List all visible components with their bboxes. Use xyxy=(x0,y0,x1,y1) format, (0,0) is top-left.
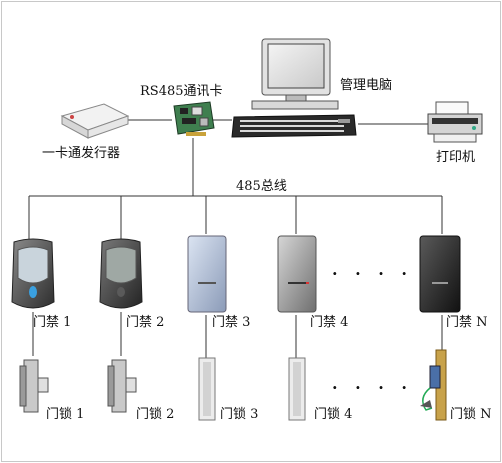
door-lock-1-icon xyxy=(19,359,49,413)
lock-label-4: 门锁 4 xyxy=(314,407,353,422)
rs485-card-icon xyxy=(173,101,215,136)
lock-ellipsis: · · · · xyxy=(332,378,413,397)
printer-icon xyxy=(427,101,483,143)
reader-label-n: 门禁 N xyxy=(446,315,488,330)
access-reader-2-icon xyxy=(99,238,143,309)
reader-label-1: 门禁 1 xyxy=(33,315,72,330)
card-issuer-icon xyxy=(60,103,130,139)
door-lock-2-icon xyxy=(107,359,137,413)
door-lock-n-icon xyxy=(420,349,447,421)
pc-computer-icon xyxy=(231,38,357,138)
bus-label: 485总线 xyxy=(236,179,287,194)
lock-label-1: 门锁 1 xyxy=(46,407,85,422)
lock-label-2: 门锁 2 xyxy=(136,407,175,422)
door-lock-3-icon xyxy=(198,357,216,421)
access-reader-4-icon xyxy=(277,235,317,313)
access-reader-1-icon xyxy=(11,238,55,309)
access-reader-3-icon xyxy=(187,235,227,313)
reader-label-3: 门禁 3 xyxy=(212,315,251,330)
lock-label-3: 门锁 3 xyxy=(220,407,259,422)
reader-label-2: 门禁 2 xyxy=(126,315,165,330)
issuer-label: 一卡通发行器 xyxy=(42,146,121,161)
reader-ellipsis: · · · · xyxy=(332,264,413,283)
printer-label: 打印机 xyxy=(436,150,476,165)
door-lock-4-icon xyxy=(288,357,306,421)
pc-label: 管理电脑 xyxy=(340,78,393,93)
access-reader-n-icon xyxy=(419,235,461,313)
reader-label-4: 门禁 4 xyxy=(310,315,349,330)
rs485-card-label: RS485通讯卡 xyxy=(140,84,223,99)
lock-label-n: 门锁 N xyxy=(450,407,492,422)
